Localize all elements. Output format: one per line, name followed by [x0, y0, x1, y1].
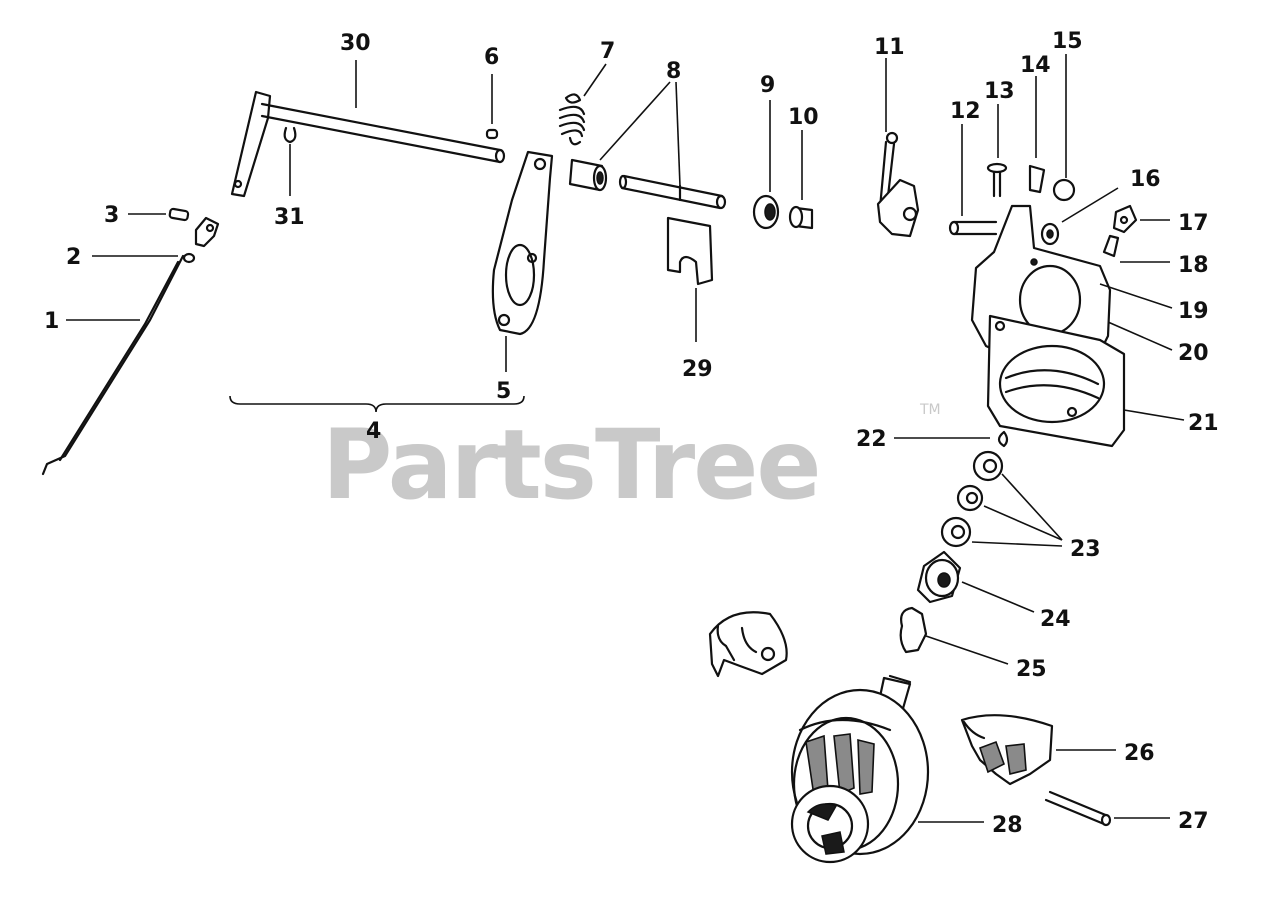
callout-6: 6	[484, 45, 499, 70]
part-14-screw[interactable]	[1028, 76, 1046, 194]
callout-23: 23	[1070, 537, 1101, 562]
part-23-washers[interactable]	[940, 450, 1063, 548]
part-30-governor-shaft[interactable]	[230, 60, 506, 198]
part-11-lever[interactable]	[876, 58, 920, 238]
callout-19: 19	[1178, 299, 1209, 324]
callout-26: 26	[1124, 741, 1155, 766]
callout-20: 20	[1178, 341, 1209, 366]
part-21-cover[interactable]	[986, 314, 1185, 448]
callout-3: 3	[104, 203, 119, 228]
part-29-fork[interactable]	[666, 216, 714, 342]
watermark-trademark: TM	[919, 402, 941, 418]
watermark-text: PartsTree	[322, 409, 819, 521]
part-17-nut[interactable]	[1112, 204, 1170, 234]
leader-23a	[1001, 473, 1063, 541]
leader-20	[1107, 321, 1173, 351]
part-31-clip[interactable]	[283, 126, 297, 196]
callout-9: 9	[760, 73, 775, 98]
callout-25: 25	[1016, 657, 1047, 682]
part-1-governor-rod[interactable]	[41, 254, 185, 476]
callout-13: 13	[984, 79, 1015, 104]
callout-24: 24	[1040, 607, 1071, 632]
callout-31: 31	[274, 205, 305, 230]
part-15-plug[interactable]	[1052, 54, 1076, 202]
part-3-pin[interactable]	[128, 207, 220, 248]
callout-4: 4	[366, 419, 381, 444]
callout-29: 29	[682, 357, 713, 382]
part-6-key[interactable]	[485, 74, 499, 140]
part-16-washer[interactable]	[1040, 187, 1119, 246]
leader-24	[961, 581, 1035, 613]
callout-8: 8	[666, 59, 681, 84]
callout-15: 15	[1052, 29, 1083, 54]
leader-16	[1061, 187, 1119, 223]
callout-16: 16	[1130, 167, 1161, 192]
part-2-rod-end[interactable]	[92, 252, 196, 264]
callout-7: 7	[600, 39, 615, 64]
part-26-flyweight[interactable]	[960, 714, 1116, 786]
callout-11: 11	[874, 35, 905, 60]
callout-1: 1	[44, 309, 59, 334]
leader-23c	[971, 541, 1063, 547]
callout-14: 14	[1020, 53, 1051, 78]
callout-22: 22	[856, 427, 887, 452]
callout-21: 21	[1188, 411, 1219, 436]
part-10-bushing[interactable]	[788, 130, 814, 230]
watermark: PartsTree TM	[322, 402, 941, 521]
leader-8a	[599, 81, 671, 161]
part-24-bushing[interactable]	[916, 550, 1035, 613]
part-8-bushing-and-shaft[interactable]	[568, 81, 727, 210]
part-25-clip[interactable]	[899, 606, 1009, 665]
leader-7	[583, 63, 607, 97]
leader-25	[925, 635, 1009, 665]
part-22-snap-ring[interactable]	[894, 430, 1009, 448]
leader-19	[1099, 283, 1173, 309]
part-18-screw[interactable]	[1102, 234, 1170, 263]
callout-17: 17	[1178, 211, 1209, 236]
part-28-gear-assembly[interactable]	[790, 674, 984, 864]
callout-10: 10	[788, 105, 819, 130]
bracket-4	[229, 395, 525, 413]
leader-8b	[675, 81, 681, 187]
leader-21	[1123, 409, 1185, 421]
callout-28: 28	[992, 813, 1023, 838]
callout-12: 12	[950, 99, 981, 124]
callout-30: 30	[340, 31, 371, 56]
part-5-governor-lever[interactable]	[491, 150, 554, 372]
callout-5: 5	[496, 379, 511, 404]
callout-27: 27	[1178, 809, 1209, 834]
part-7-spring[interactable]	[558, 63, 607, 146]
part-12-shaft[interactable]	[948, 124, 998, 236]
callout-18: 18	[1178, 253, 1209, 278]
leader-23b	[983, 505, 1063, 541]
part-13-screw[interactable]	[986, 104, 1008, 198]
flyweight-part[interactable]	[708, 611, 788, 678]
part-9-washer[interactable]	[752, 100, 780, 230]
part-27-pin[interactable]	[1044, 790, 1170, 827]
callout-2: 2	[66, 245, 81, 270]
